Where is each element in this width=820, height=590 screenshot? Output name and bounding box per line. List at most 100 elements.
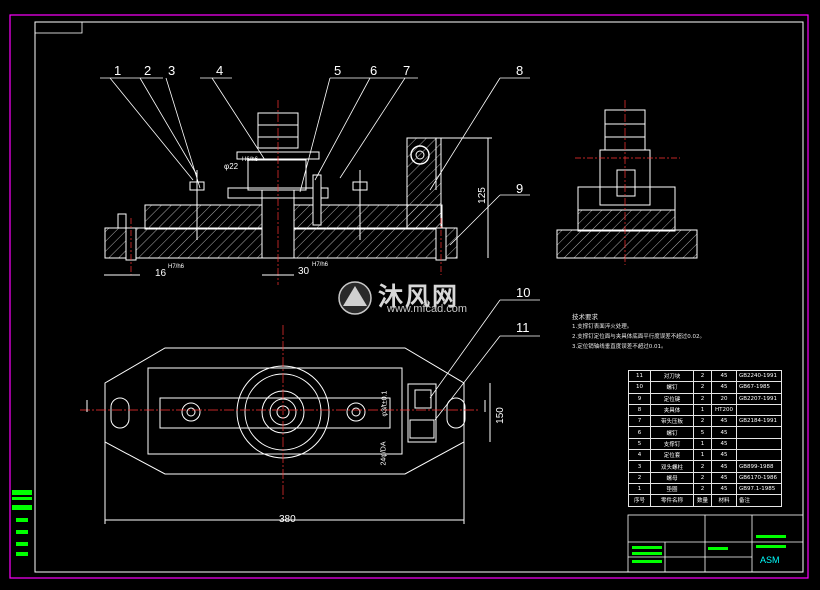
dim-phi22: φ22 — [224, 162, 239, 171]
balloon-7: 7 — [403, 63, 411, 78]
bom-cell-std: GB2240-1991 — [736, 369, 782, 383]
bom-cell-qty: 2 — [693, 392, 712, 405]
note-item: 1.支撑钉表面淬火处理。 — [572, 324, 633, 330]
drawing-code: ASM — [760, 555, 780, 565]
watermark-logo — [338, 281, 372, 315]
bom-cell-no: 10 — [628, 381, 651, 394]
bom-cell-std — [736, 437, 782, 451]
bom-cell-no: 7 — [628, 415, 651, 428]
side-view — [556, 100, 698, 265]
watermark-url: www.mfcad.com — [387, 303, 468, 315]
bom-cell-name: 螺钉 — [650, 426, 694, 439]
balloon-6: 6 — [370, 63, 378, 78]
dim-16-fit: H7/h6 — [168, 264, 185, 270]
bom-cell-no: 8 — [628, 403, 651, 417]
bom-cell-mat: 45 — [711, 471, 737, 484]
bom-cell-name: 定位套 — [650, 449, 694, 462]
bom-cell-mat: HT200 — [711, 403, 737, 417]
front-section-view — [104, 100, 492, 285]
bom-cell-name: 对刀块 — [650, 369, 694, 383]
bom-cell-no: 5 — [628, 437, 651, 451]
bom-cell-qty: 2 — [693, 415, 712, 428]
dim-16: 16 — [155, 268, 167, 279]
corner-tag — [34, 21, 83, 34]
dim-30: 30 — [298, 266, 310, 277]
balloon-4: 4 — [216, 63, 224, 78]
bom-header-row: 序号 零件名称 数量 材料 备注 — [628, 494, 782, 507]
bom-cell-qty: 5 — [693, 426, 712, 439]
balloon-11: 11 — [516, 320, 530, 335]
dim-125: 125 — [476, 187, 488, 204]
bom-cell-std: GB97.1-1985 — [736, 482, 782, 496]
balloon-10: 10 — [516, 285, 531, 300]
bom-cell-mat: 45 — [711, 460, 737, 473]
balloon-2: 2 — [144, 63, 152, 78]
bom-cell-std: GB899-1988 — [736, 460, 782, 473]
technical-notes: 技术要求 1.支撑钉表面淬火处理。 2.支撑钉定位面与夹具体底面平行度误差不超过… — [572, 312, 705, 352]
dim-phi22-fit: H6/h6 — [242, 157, 259, 163]
bom-cell-mat: 45 — [711, 482, 737, 496]
bom-cell-mat: 45 — [711, 415, 737, 428]
bom-cell-mat: 20 — [711, 392, 737, 405]
leader-lines — [100, 77, 540, 421]
bom-cell-name: 夹具体 — [650, 403, 694, 417]
bom-cell-qty: 2 — [693, 369, 712, 383]
bom-cell-std — [736, 449, 782, 462]
bom-cell-qty: 2 — [693, 460, 712, 473]
watermark-title: 沐风网 — [378, 283, 460, 311]
balloon-5: 5 — [334, 63, 342, 78]
bom-cell-mat: 45 — [711, 449, 737, 462]
bom-cell-no: 4 — [628, 449, 651, 462]
bom-header-qty: 数量 — [693, 494, 712, 507]
bom-cell-name: 定位键 — [650, 392, 694, 405]
bom-cell-no: 1 — [628, 482, 651, 496]
bom-cell-qty: 1 — [693, 449, 712, 462]
bom-cell-name: 螺钉 — [650, 381, 694, 394]
note-item: 3.定位销轴线垂直度误差不超过0.01。 — [572, 344, 667, 350]
dim-30-fit: H7/h6 — [312, 262, 329, 268]
bom-cell-name: 双头螺柱 — [650, 460, 694, 473]
dim-150: 150 — [494, 407, 506, 424]
bom-cell-name: 支撑钉 — [650, 437, 694, 451]
bom-cell-std: GB6170-1986 — [736, 471, 782, 484]
bom-cell-qty: 2 — [693, 381, 712, 394]
balloon-9: 9 — [516, 181, 524, 196]
bom-cell-mat: 45 — [711, 381, 737, 394]
balloon-8: 8 — [516, 63, 524, 78]
bom-cell-mat: 45 — [711, 369, 737, 383]
bom-cell-no: 3 — [628, 460, 651, 473]
bom-cell-std: GB67-1985 — [736, 381, 782, 394]
bom-cell-mat: 45 — [711, 426, 737, 439]
sheet-border — [9, 14, 809, 579]
bom-cell-std: GB2184-1991 — [736, 415, 782, 428]
bom-cell-std — [736, 426, 782, 439]
bom-cell-name: 带头压板 — [650, 415, 694, 428]
bom-cell-no: 11 — [628, 369, 651, 383]
margin-marks — [12, 490, 32, 556]
bom-header-std: 备注 — [736, 494, 782, 507]
bom-cell-qty: 1 — [693, 437, 712, 451]
bom-cell-name: 螺母 — [650, 471, 694, 484]
title-block-marks — [632, 535, 786, 563]
dim-24: 24φ/DA — [380, 441, 388, 466]
balloon-3: 3 — [168, 63, 176, 78]
bom-cell-std: GB2207-1991 — [736, 392, 782, 405]
bom-cell-qty: 2 — [693, 482, 712, 496]
bom-cell-name: 垫圈 — [650, 482, 694, 496]
bom-cell-no: 6 — [628, 426, 651, 439]
bom-header-name: 零件名称 — [650, 494, 694, 507]
title-block — [627, 514, 804, 573]
note-item: 2.支撑钉定位面与夹具体底面平行度误差不超过0.02。 — [572, 334, 705, 340]
